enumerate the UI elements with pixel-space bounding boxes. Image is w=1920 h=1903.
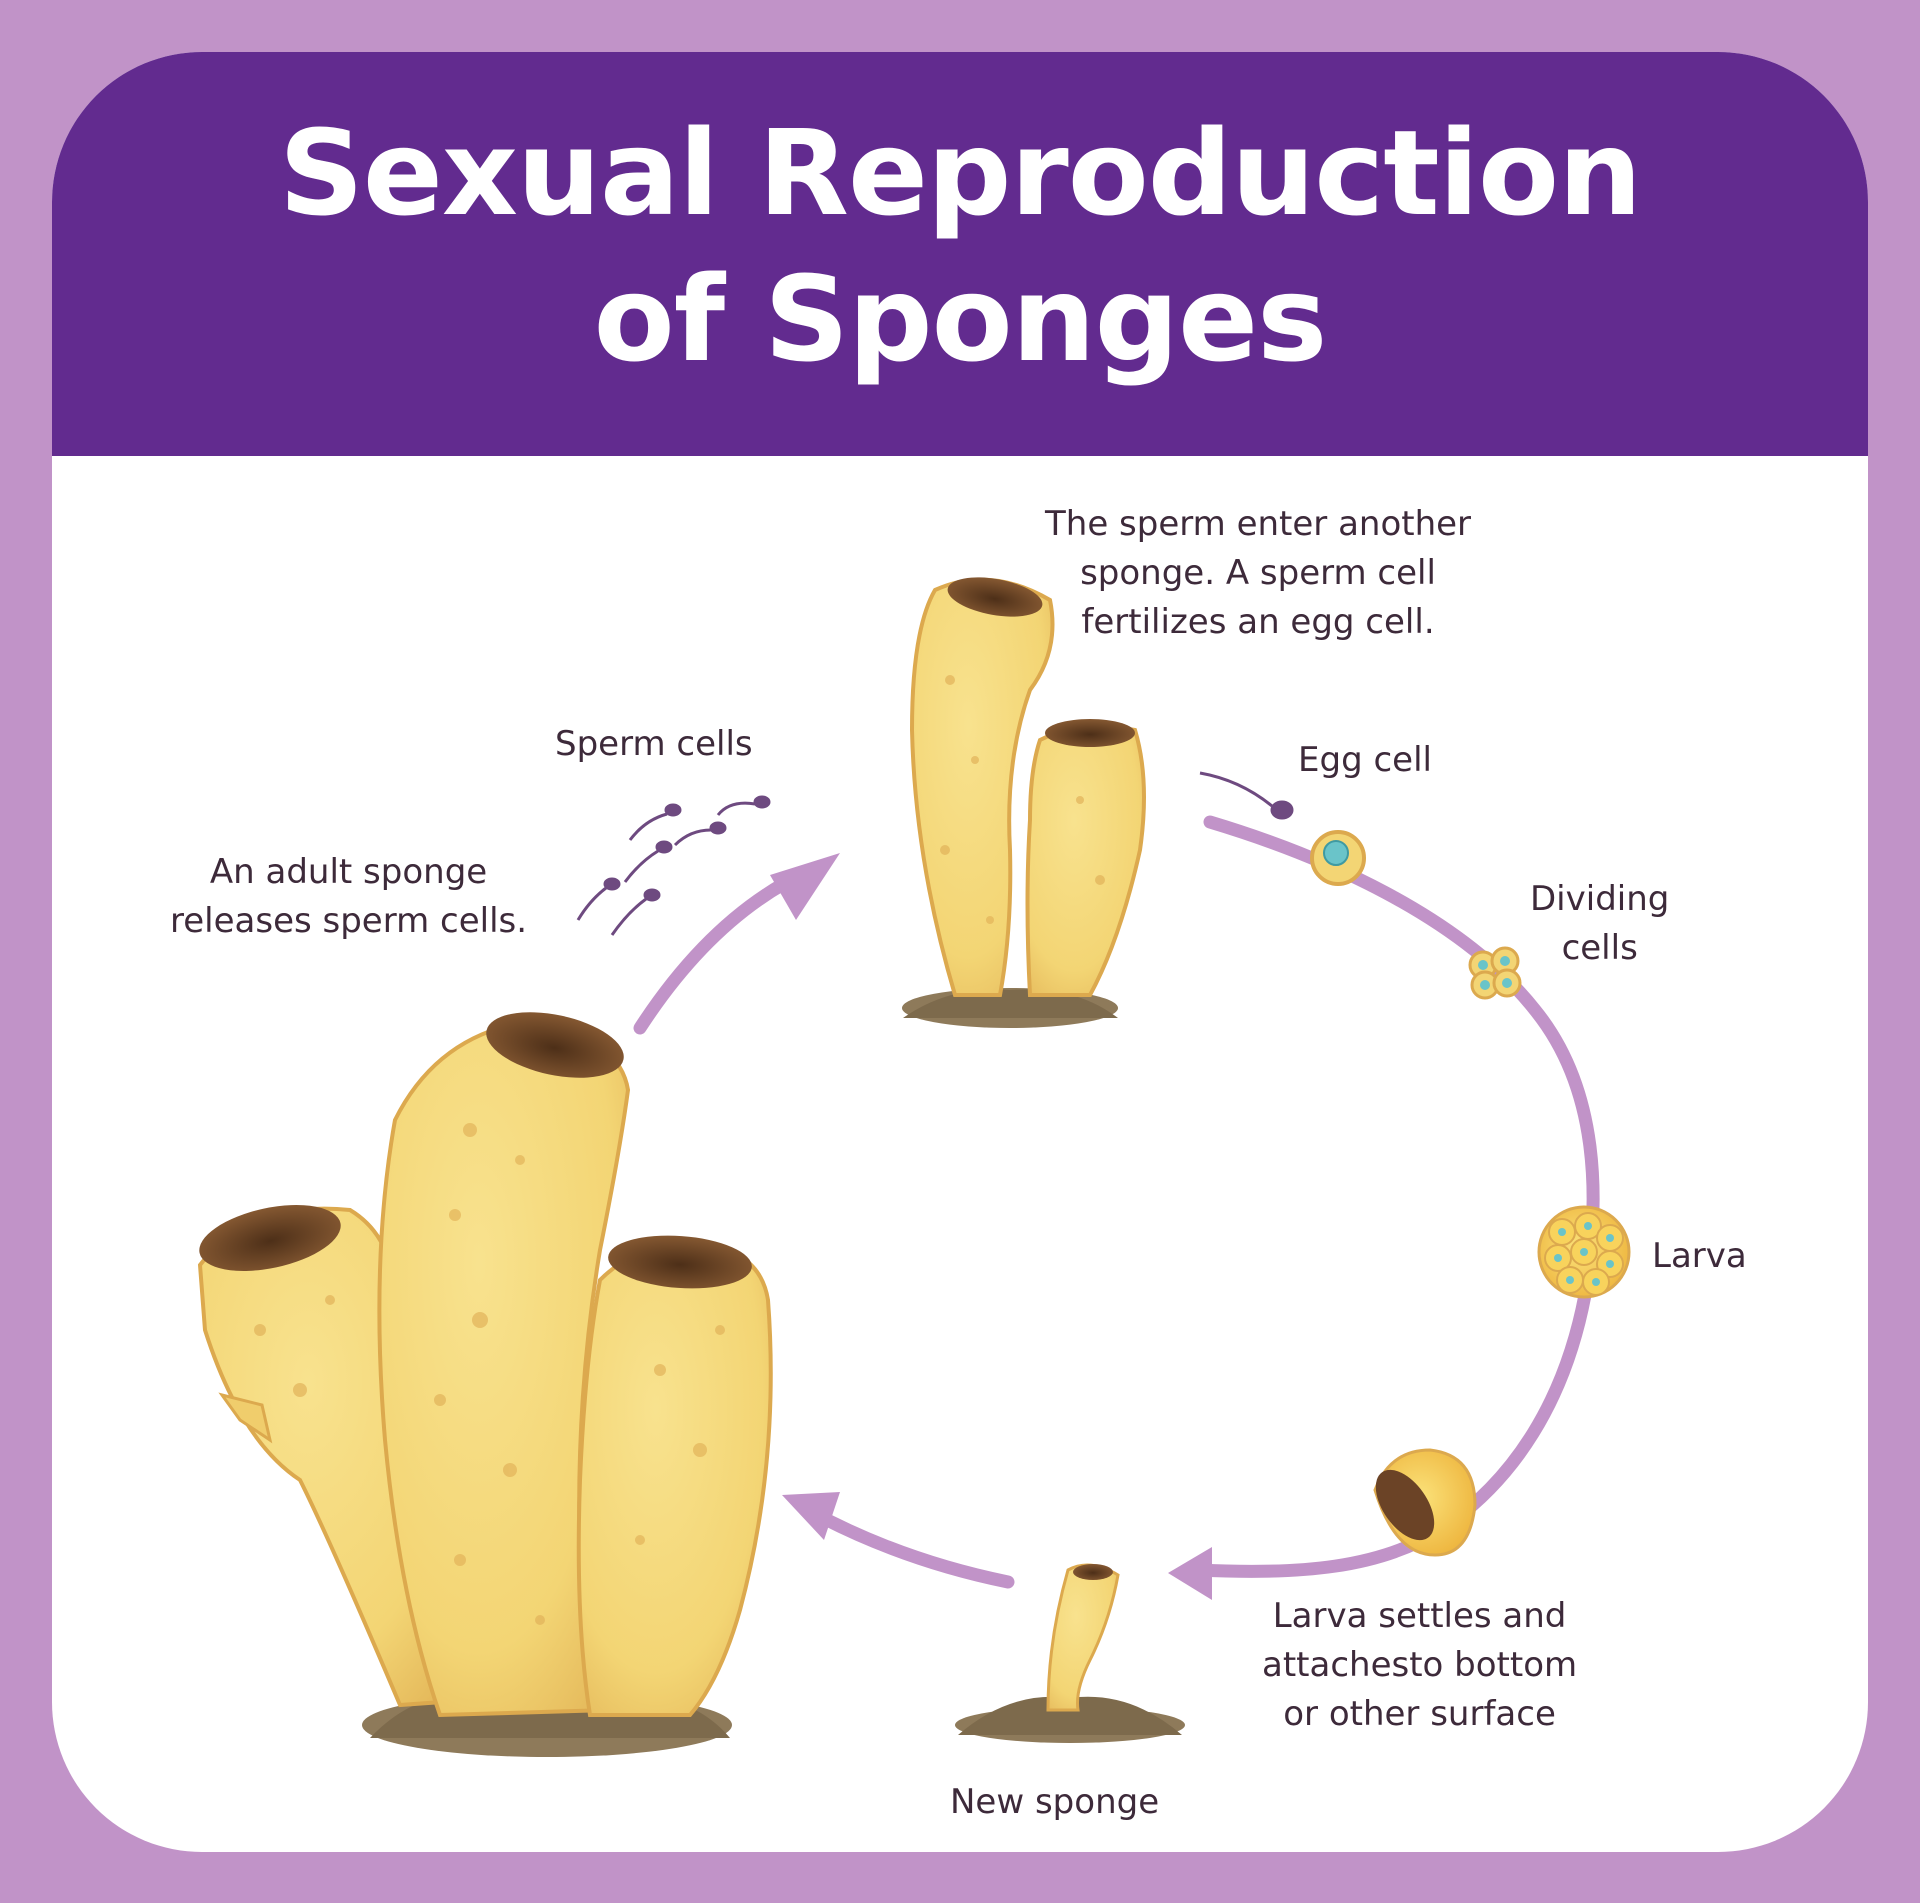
title-line-1: Sexual Reproduction xyxy=(278,104,1642,242)
label-larva-text: Larva xyxy=(1652,1236,1747,1276)
label-larva: Larva xyxy=(1652,1232,1747,1281)
label-dividing-cells: Dividing cells xyxy=(1530,875,1669,973)
larva-icon xyxy=(1537,1205,1631,1299)
sperm-icon xyxy=(716,795,771,816)
label-sperm-cells-text: Sperm cells xyxy=(555,724,753,764)
label-new-sponge-text: New sponge xyxy=(950,1782,1160,1822)
label-settles: Larva settles and attachesto bottom or o… xyxy=(1262,1592,1577,1739)
label-new-sponge: New sponge xyxy=(950,1778,1159,1827)
label-sperm-cells: Sperm cells xyxy=(555,720,753,769)
dividing-cells-icon xyxy=(1468,946,1522,1000)
new-sponge-icon xyxy=(955,1563,1185,1743)
label-fertilize: The sperm enter another sponge. A sperm … xyxy=(1045,500,1471,647)
arrowhead-left-bottom xyxy=(1168,1547,1212,1600)
sperm-icon xyxy=(610,888,661,936)
label-adult-line-2: releases sperm cells. xyxy=(170,901,528,941)
label-dividing-line-2: cells xyxy=(1561,928,1638,968)
arrowhead-left xyxy=(782,1492,840,1540)
settled-larva-icon xyxy=(1373,1448,1477,1557)
label-settles-line-3: or other surface xyxy=(1283,1694,1556,1734)
diagram-title: Sexual Reproduction of Sponges xyxy=(52,100,1868,392)
label-adult-sponge: An adult sponge releases sperm cells. xyxy=(170,848,527,946)
adult-sponge-cluster-icon xyxy=(197,1012,773,1757)
sperm-icon xyxy=(1199,771,1294,820)
sperm-icon xyxy=(623,840,673,883)
label-settles-line-1: Larva settles and xyxy=(1272,1596,1567,1636)
arrow-newsponge-to-adult xyxy=(801,1503,1015,1589)
title-banner: Sexual Reproduction of Sponges xyxy=(52,52,1868,456)
arrowheads xyxy=(770,853,1212,1600)
egg-cell-icon xyxy=(1310,830,1366,886)
arrowhead-up xyxy=(770,853,840,920)
label-egg-cell-text: Egg cell xyxy=(1298,740,1432,780)
sperm-icon xyxy=(673,821,727,847)
label-settles-line-2: attachesto bottom xyxy=(1262,1645,1578,1685)
title-line-2: of Sponges xyxy=(593,250,1328,388)
sperm-cells-icon xyxy=(576,771,1294,936)
sperm-icon xyxy=(628,803,682,841)
label-fertilize-line-3: fertilizes an egg cell. xyxy=(1081,602,1435,642)
label-dividing-line-1: Dividing xyxy=(1530,879,1670,919)
label-adult-line-1: An adult sponge xyxy=(209,852,488,892)
arrow-adult-to-sponge xyxy=(633,868,807,1035)
sperm-icon xyxy=(576,877,621,921)
receiving-sponge-icon xyxy=(902,577,1146,1028)
label-fertilize-line-1: The sperm enter another xyxy=(1045,504,1472,544)
label-egg-cell: Egg cell xyxy=(1298,736,1432,785)
label-fertilize-line-2: sponge. A sperm cell xyxy=(1080,553,1436,593)
